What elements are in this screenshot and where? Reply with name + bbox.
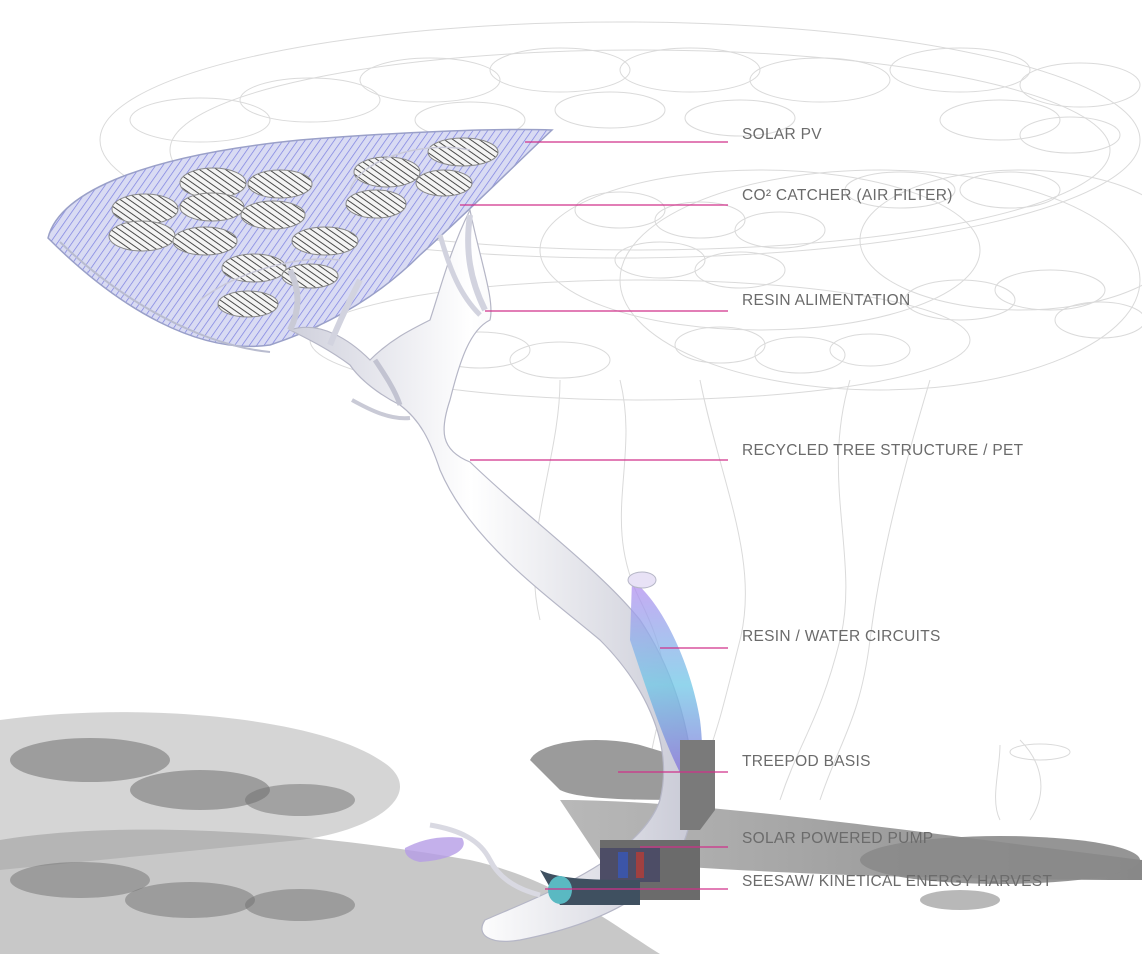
label-treepod-basis: TREEPOD BASIS (742, 753, 871, 770)
air-filter-cones (108, 137, 499, 318)
label-recycled-tree-structure: RECYCLED TREE STRUCTURE / PET (742, 442, 1024, 459)
leader-lines (460, 141, 728, 890)
tree-structure (287, 208, 702, 942)
canopy (47, 128, 554, 353)
label-resin-alimentation: RESIN ALIMENTATION (742, 292, 911, 309)
label-seesaw-kinetic: SEESAW/ KINETICAL ENERGY HARVEST (742, 873, 1053, 890)
label-solar-powered-pump: SOLAR POWERED PUMP (742, 830, 934, 847)
background-sketch-canopy (99, 21, 1142, 821)
floor-shadow (0, 712, 1142, 954)
treepod-base (404, 740, 715, 905)
label-resin-water-circuits: RESIN / WATER CIRCUITS (742, 628, 941, 645)
label-solar-pv: SOLAR PV (742, 126, 822, 143)
label-co2-catcher: CO² CATCHER (AIR FILTER) (742, 187, 953, 204)
